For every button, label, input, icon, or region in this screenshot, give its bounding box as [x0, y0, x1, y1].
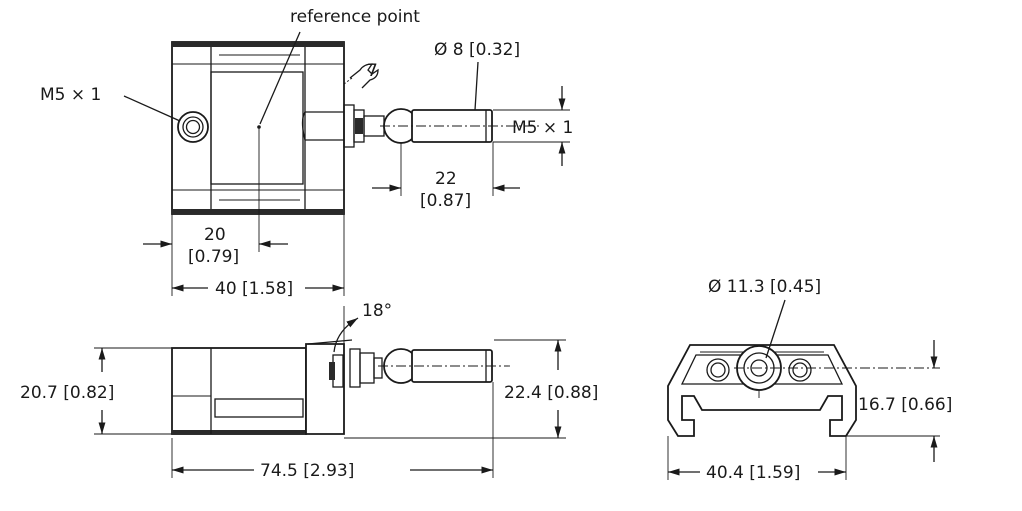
end-view	[667, 299, 940, 480]
pin-diameter-label: Ø 8 [0.32]	[434, 40, 520, 60]
thread-label-right: M5 × 1	[512, 118, 573, 138]
dim-22-label: 22	[435, 169, 457, 189]
side-view-housing	[171, 347, 307, 435]
top-view	[123, 31, 570, 296]
dim-20-label: 20	[204, 225, 226, 245]
total-length-label: 74.5 [2.93]	[260, 461, 354, 481]
dim-22-inch-label: [0.87]	[420, 191, 471, 211]
reference-point-label: reference point	[290, 7, 420, 27]
height-right-label: 22.4 [0.88]	[504, 383, 598, 403]
wrench-size-label: 7	[367, 61, 378, 81]
end-width-label: 40.4 [1.59]	[706, 463, 800, 483]
side-view	[94, 306, 566, 478]
end-diameter-label: Ø 11.3 [0.45]	[708, 277, 821, 297]
thread-label-left: M5 × 1	[40, 85, 101, 105]
angle-label: 18°	[362, 301, 392, 321]
dim-40-label: 40 [1.58]	[215, 279, 293, 299]
wrench-icon	[349, 63, 379, 89]
height-left-label: 20.7 [0.82]	[20, 383, 114, 403]
end-height-label: 16.7 [0.66]	[858, 395, 952, 415]
dim-20-inch-label: [0.79]	[188, 247, 239, 267]
port-circle	[177, 111, 209, 143]
